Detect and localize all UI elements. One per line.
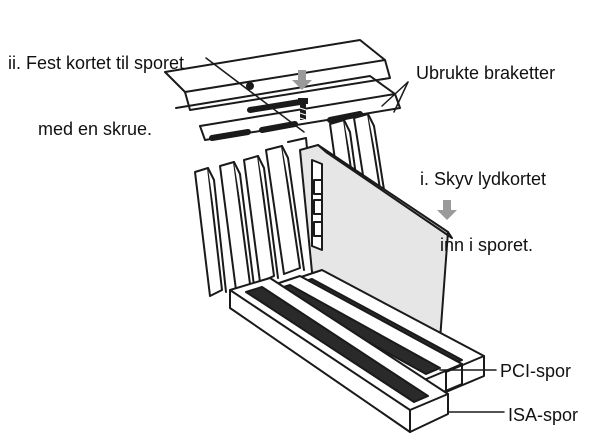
slide-instruction-line1: i. Skyv lydkortet <box>420 169 547 189</box>
screw-icon <box>298 98 308 121</box>
slide-card-instruction: i. Skyv lydkortet inn i sporet. <box>420 124 546 278</box>
sound-card <box>299 144 453 341</box>
down-arrow-icon <box>437 200 457 220</box>
down-arrow-icon <box>292 70 312 90</box>
fasten-instruction-line2: med en skrue. <box>38 119 153 139</box>
motherboard-slots <box>229 269 485 433</box>
slide-instruction-line2: inn i sporet. <box>440 235 534 255</box>
unused-brackets-label: Ubrukte braketter <box>416 63 556 83</box>
chassis-rail <box>164 39 401 141</box>
leader-lines <box>205 57 505 413</box>
fasten-instruction-line1: ii. Fest kortet til sporet <box>8 53 185 73</box>
isa-slot-label: ISA-spor <box>508 405 579 425</box>
fasten-card-instruction: ii. Fest kortet til sporet med en skrue. <box>8 8 184 162</box>
slot-brackets <box>194 137 313 297</box>
pci-slot-label: PCI-spor <box>500 361 572 381</box>
